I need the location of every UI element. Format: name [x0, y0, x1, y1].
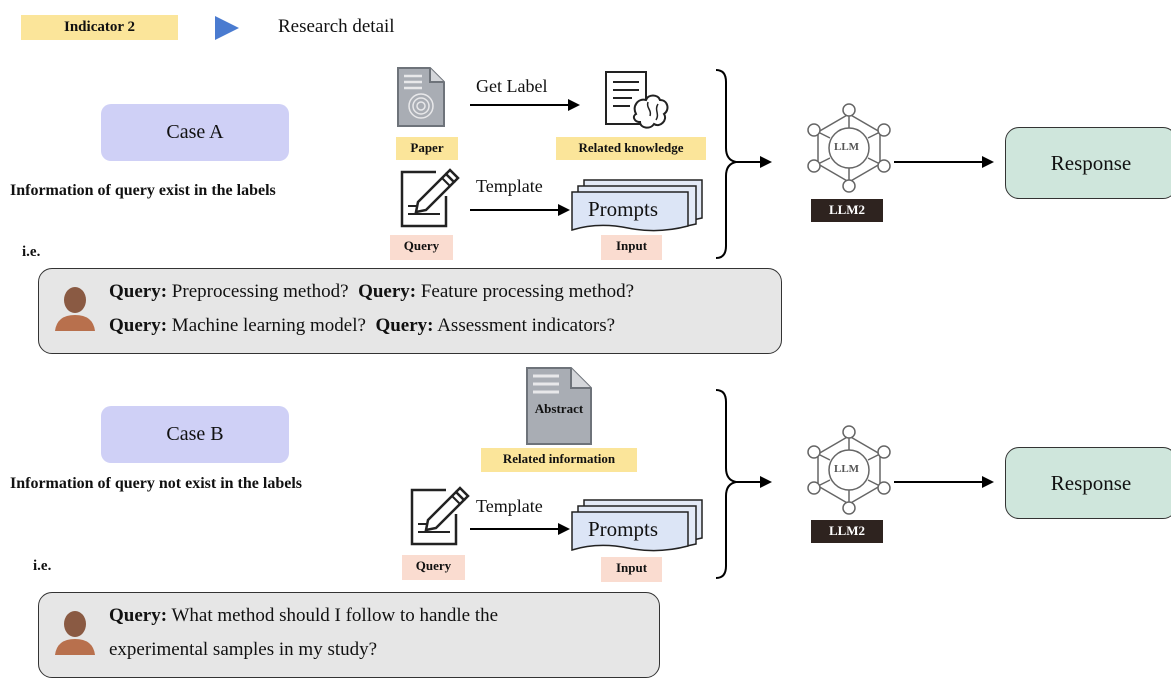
- knowledge-brain-icon: [605, 71, 669, 129]
- query-line-1: Query: What method should I follow to ha…: [109, 605, 498, 627]
- user-avatar-icon: [55, 287, 95, 331]
- query-edit-icon-b: [410, 486, 470, 546]
- template-arrow-b: [470, 523, 570, 535]
- llm-text-b: LLM: [834, 463, 860, 475]
- query-box-b: Query: What method should I follow to ha…: [38, 592, 660, 678]
- abstract-document-icon: [526, 367, 592, 445]
- template-text-a: Template: [476, 176, 543, 196]
- response-arrow-a: [894, 156, 994, 168]
- query-label: Query:: [109, 315, 168, 336]
- query-text: Assessment indicators?: [433, 315, 616, 336]
- query-text: What method should I follow to handle th…: [167, 605, 499, 626]
- template-text-b: Template: [476, 496, 543, 516]
- query-text: Machine learning model?: [167, 315, 366, 336]
- paper-document-icon: [397, 67, 445, 127]
- query-label: Query:: [109, 605, 168, 626]
- related-knowledge-tag: Related knowledge: [556, 137, 706, 160]
- case-b-condition: Information of query not exist in the la…: [10, 475, 302, 492]
- query-text: Preprocessing method?: [167, 281, 349, 302]
- template-arrow-a: [470, 204, 570, 216]
- abstract-label: Abstract: [534, 401, 584, 416]
- indicator-label: Indicator 2: [21, 15, 178, 40]
- query-label: Query:: [109, 281, 168, 302]
- user-avatar-icon: [55, 611, 95, 655]
- llm-network-icon-b: [807, 425, 891, 515]
- prompts-label-b: Prompts: [588, 517, 659, 541]
- related-information-tag: Related information: [481, 448, 637, 472]
- prompts-label-a: Prompts: [588, 197, 659, 221]
- query-line-2: experimental samples in my study?: [109, 639, 378, 660]
- paper-tag: Paper: [396, 137, 458, 160]
- query-line-1: Query: Preprocessing method? Query: Feat…: [109, 281, 634, 303]
- case-b-box: Case B: [101, 406, 289, 463]
- query-tag-b: Query: [402, 555, 465, 580]
- response-arrow-b: [894, 476, 994, 488]
- case-a-condition: Information of query exist in the labels: [10, 182, 276, 199]
- get-label-text: Get Label: [476, 76, 548, 96]
- case-a-ie: i.e.: [22, 244, 41, 260]
- llm2-tag-b: LLM2: [811, 520, 883, 543]
- research-detail-label: Research detail: [278, 16, 395, 37]
- query-line-2: Query: Machine learning model? Query: As…: [109, 315, 615, 337]
- llm-network-icon-a: [807, 103, 891, 193]
- query-box-a: Query: Preprocessing method? Query: Feat…: [38, 268, 782, 354]
- brace-b: [715, 389, 772, 579]
- query-label: Query:: [358, 281, 417, 302]
- play-arrow-icon: [215, 16, 239, 40]
- llm2-tag-a: LLM2: [811, 199, 883, 222]
- query-tag-a: Query: [390, 235, 453, 260]
- query-label: Query:: [375, 315, 434, 336]
- case-a-box: Case A: [101, 104, 289, 161]
- response-box-b: Response: [1005, 447, 1171, 519]
- brace-a: [715, 69, 772, 259]
- case-b-ie: i.e.: [33, 558, 52, 574]
- query-edit-icon: [400, 168, 460, 228]
- llm-text-a: LLM: [834, 141, 860, 153]
- query-text: Feature processing method?: [416, 281, 635, 302]
- get-label-arrow: [470, 99, 580, 111]
- input-tag-b: Input: [601, 557, 662, 582]
- prompts-stack-icon-a: [571, 179, 703, 232]
- input-tag-a: Input: [601, 235, 662, 260]
- response-box-a: Response: [1005, 127, 1171, 199]
- prompts-stack-icon-b: [571, 499, 703, 552]
